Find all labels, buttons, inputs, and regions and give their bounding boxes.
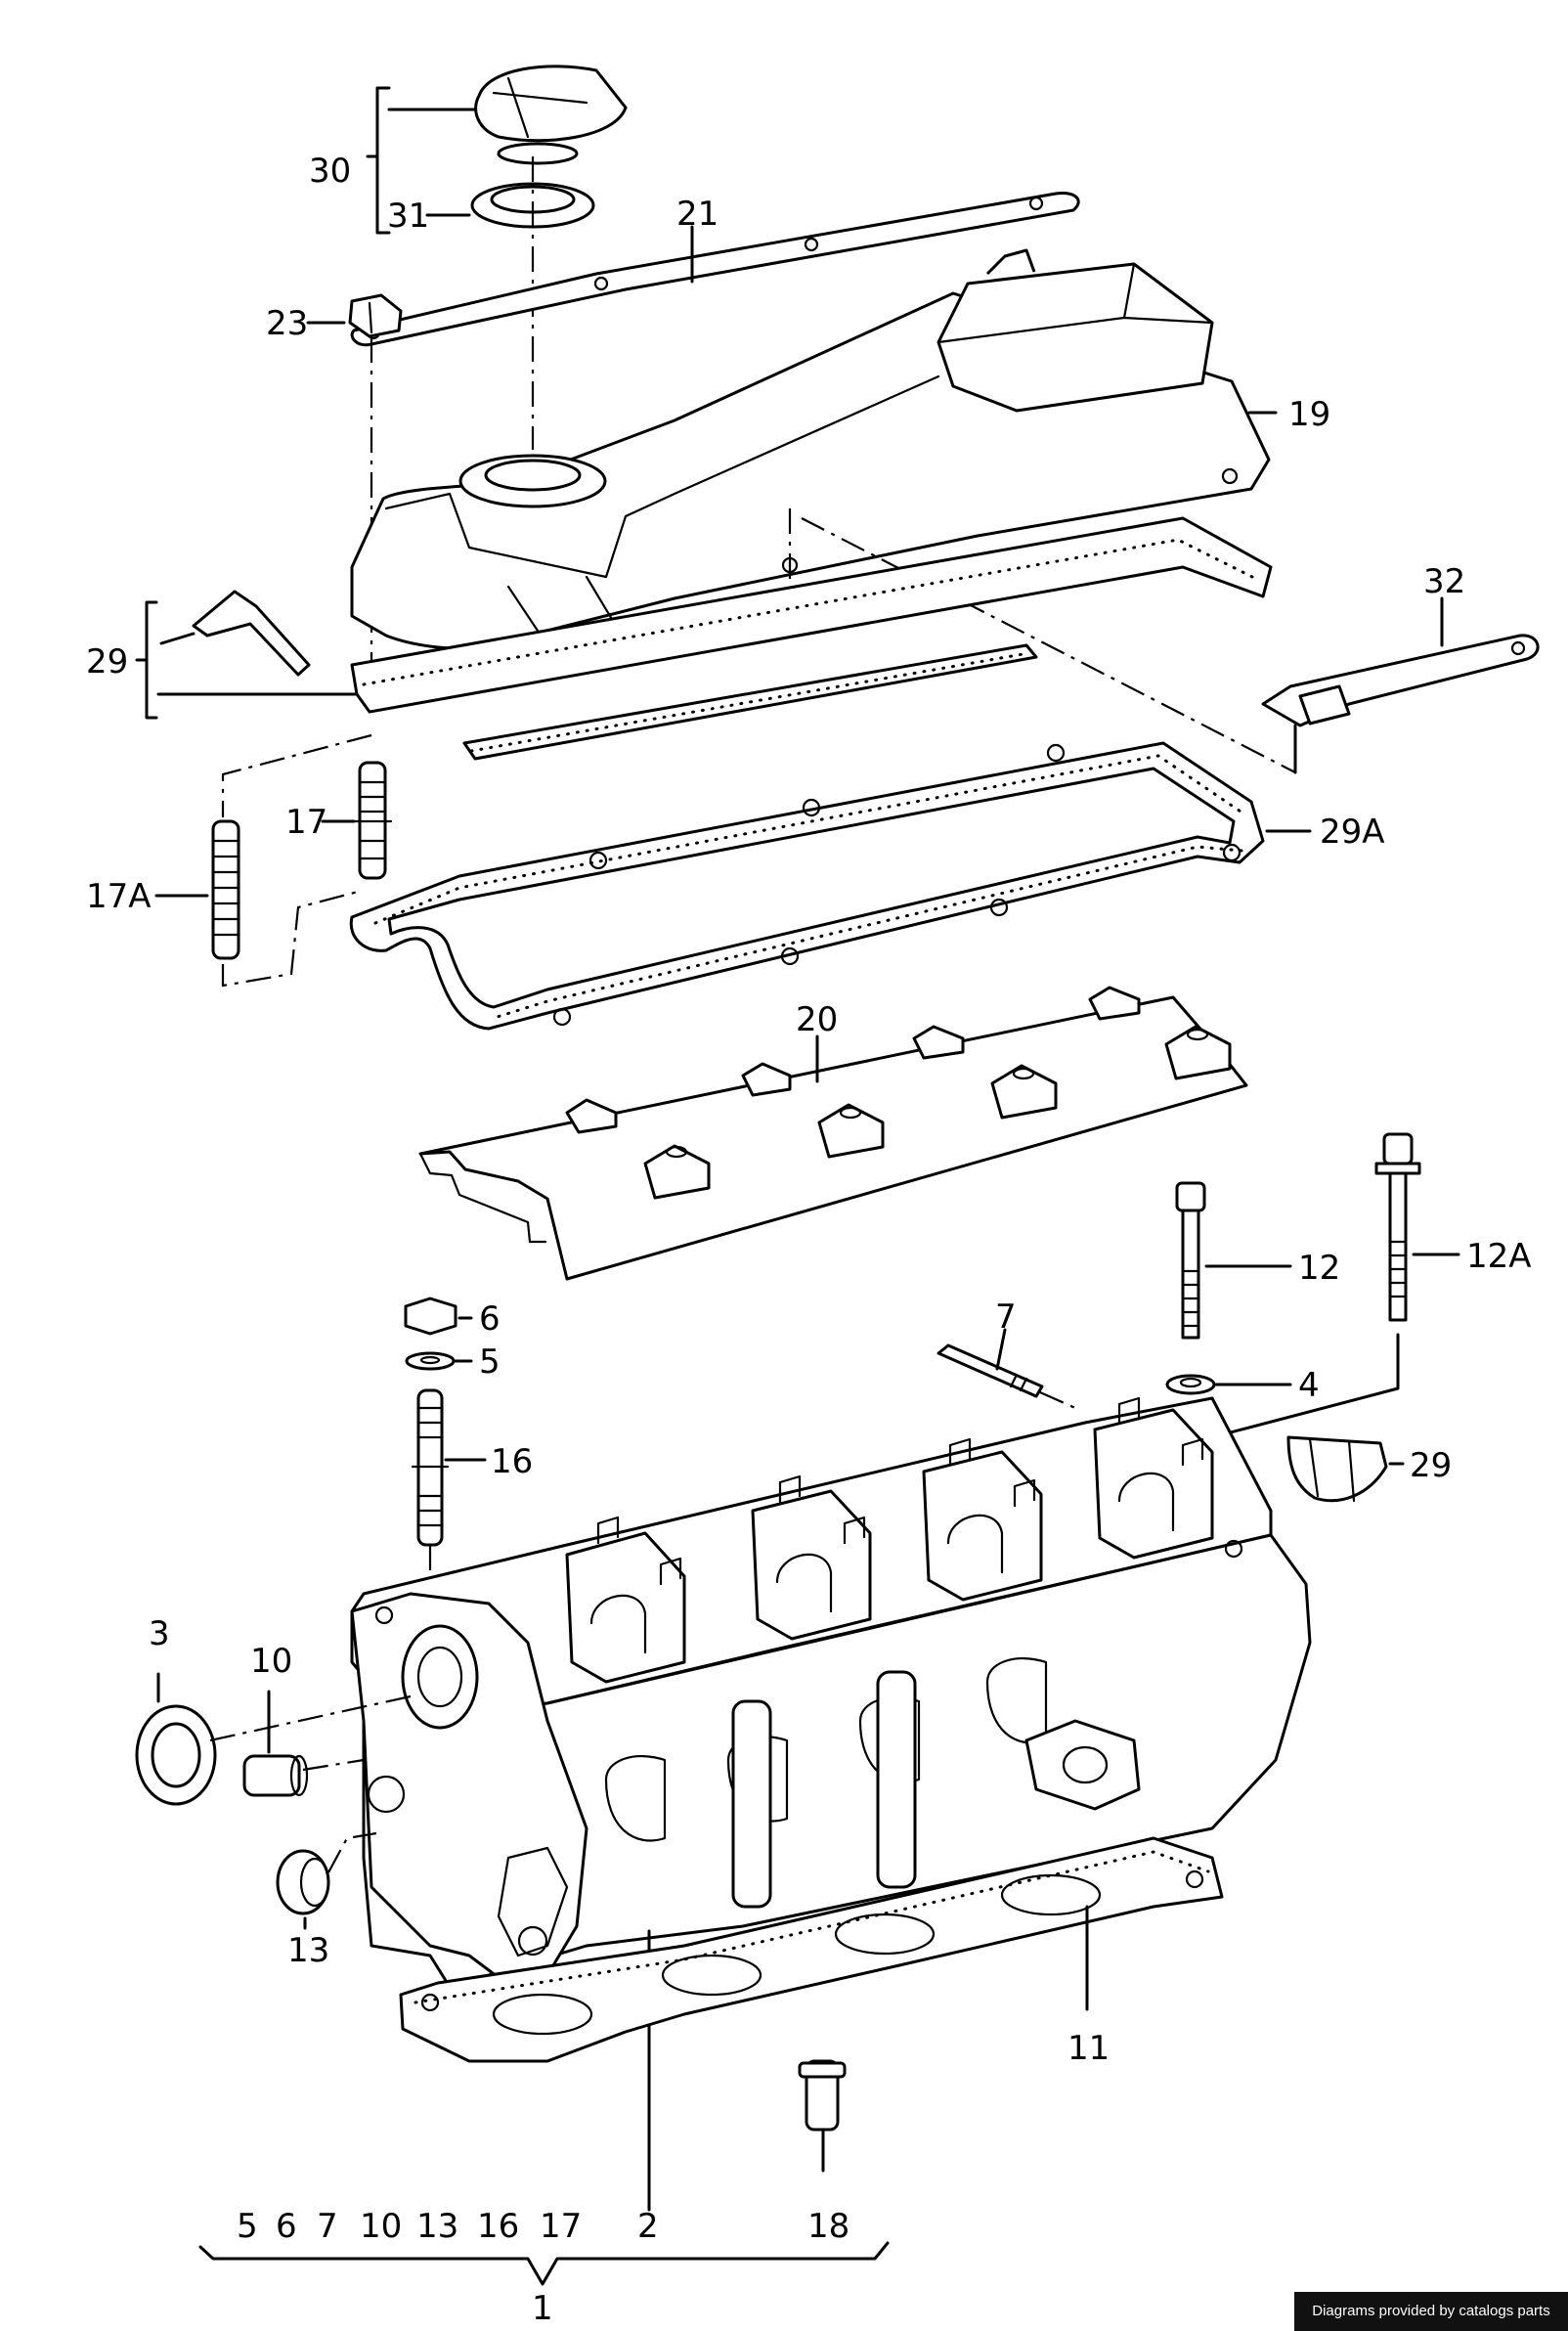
cover-gasket-upper	[350, 516, 1273, 714]
stud-16	[411, 1388, 450, 1547]
callout-29-top: 29	[86, 642, 128, 682]
stud-7	[936, 1343, 1044, 1398]
diagram-credit: Diagrams provided by catalogs parts	[1294, 2292, 1568, 2331]
rocker-cover-gasket	[349, 741, 1265, 1031]
callout-5: 5	[479, 1342, 501, 1382]
callout-4: 4	[1298, 1366, 1320, 1405]
callout-7: 7	[995, 1297, 1017, 1337]
kit-item-18: 18	[807, 2207, 849, 2246]
callout-17a: 17A	[86, 877, 152, 916]
kit-item-5: 5	[237, 2207, 258, 2246]
oil-deflector-plate	[418, 986, 1248, 1281]
washer-5	[405, 1351, 456, 1371]
stud-17	[352, 761, 393, 880]
callout-21: 21	[676, 195, 719, 234]
kit-item-7: 7	[317, 2207, 338, 2246]
kit-bracket	[198, 2241, 890, 2286]
callout-23: 23	[266, 304, 308, 343]
callout-10: 10	[250, 1642, 292, 1681]
valve-guide-18	[798, 2059, 847, 2132]
callout-12a: 12A	[1466, 1237, 1532, 1276]
valve-cover	[350, 248, 1271, 654]
kit-item-17: 17	[540, 2207, 582, 2246]
kit-item-2: 2	[637, 2207, 659, 2246]
nut-6	[404, 1297, 457, 1336]
callout-6: 6	[479, 1299, 501, 1339]
head-gasket	[399, 1836, 1224, 2063]
callout-19: 19	[1288, 395, 1330, 434]
kit-item-13: 13	[416, 2207, 458, 2246]
cover-clip-top	[192, 590, 311, 677]
callout-17: 17	[285, 803, 327, 842]
bolt-12	[1175, 1181, 1206, 1340]
cylinder-head	[350, 1396, 1312, 1989]
callout-29a: 29A	[1320, 813, 1385, 852]
callout-29-right: 29	[1410, 1446, 1452, 1485]
cover-gasket-lower-strip	[462, 643, 1038, 761]
kit-item-6: 6	[276, 2207, 297, 2246]
plug-13	[276, 1849, 330, 1915]
camshaft-plug	[1286, 1435, 1388, 1503]
camshaft-oil-seal	[135, 1704, 217, 1806]
washer-4	[1165, 1374, 1216, 1395]
callout-31: 31	[387, 197, 429, 236]
callout-30: 30	[309, 152, 351, 191]
baffle-clip-row-front	[643, 1025, 1232, 1200]
callout-13: 13	[287, 1931, 329, 1970]
callout-3: 3	[149, 1614, 170, 1653]
bracket-32	[1261, 634, 1540, 727]
callout-20: 20	[796, 1000, 838, 1039]
stud-17a	[211, 819, 240, 960]
baffle-clip-row-back	[565, 986, 1141, 1134]
callout-16: 16	[491, 1442, 533, 1481]
callout-32: 32	[1423, 562, 1465, 601]
nut-23	[348, 293, 403, 338]
callout-1: 1	[532, 2289, 553, 2328]
callout-11: 11	[1067, 2029, 1110, 2068]
plug-10	[242, 1754, 309, 1797]
bolt-12a	[1374, 1132, 1421, 1322]
kit-item-16: 16	[477, 2207, 519, 2246]
callout-12: 12	[1298, 1249, 1340, 1288]
kit-item-10: 10	[360, 2207, 402, 2246]
oil-filler-cap	[474, 65, 628, 165]
